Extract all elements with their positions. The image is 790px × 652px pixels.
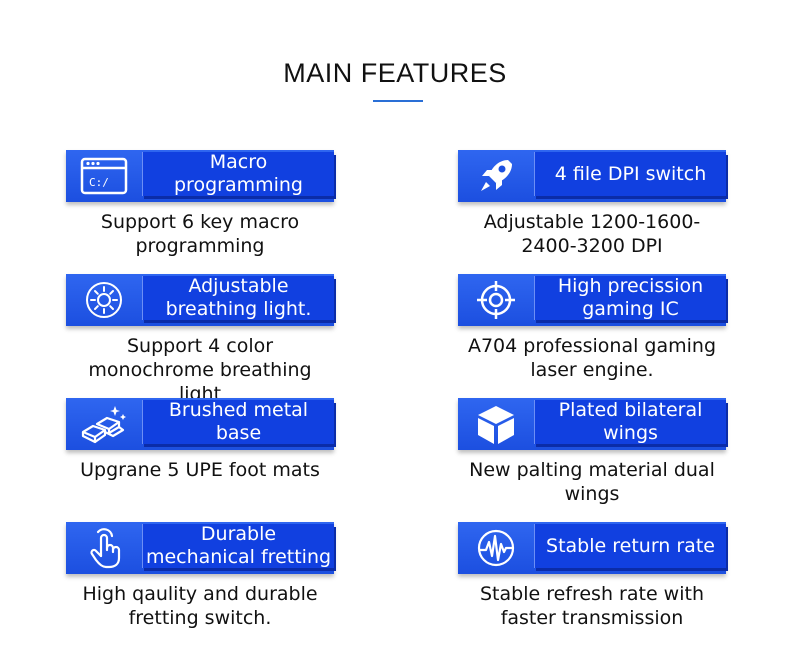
terminal-window-icon: C:/ — [66, 150, 142, 202]
feature-banner: Plated bilateral wings — [458, 398, 726, 450]
rocket-icon — [458, 150, 534, 202]
feature-banner: Stable return rate — [458, 522, 726, 574]
feature-title: Macro programming — [142, 151, 334, 196]
feature-card-wings: Plated bilateral wings New palting mater… — [458, 398, 726, 505]
page-title: MAIN FEATURES — [283, 58, 507, 88]
feature-title: Adjustable breathing light. — [142, 275, 334, 320]
feature-description: New palting material dual wings — [469, 459, 715, 505]
feature-card-fretting: Durable mechanical fretting High qaulity… — [66, 522, 334, 629]
svg-text:C:/: C:/ — [89, 176, 109, 189]
feature-title: Brushed metal base — [142, 399, 334, 444]
feature-banner: Durable mechanical fretting — [66, 522, 334, 574]
feature-title: Durable mechanical fretting — [142, 523, 334, 568]
feature-description: Adjustable 1200-1600-2400-3200 DPI — [483, 211, 701, 257]
feature-card-breathing-light: Adjustable breathing light. Support 4 co… — [66, 274, 334, 405]
feature-card-return-rate: Stable return rate Stable refresh rate w… — [458, 522, 726, 629]
finger-press-icon — [66, 522, 142, 574]
feature-card-gaming-ic: High precission gaming IC A704 professio… — [458, 274, 726, 381]
feature-title: High precission gaming IC — [534, 275, 726, 320]
feature-description: A704 professional gaming laser engine. — [467, 335, 717, 381]
feature-banner: C:/ Macro programming — [66, 150, 334, 202]
title-underline — [373, 100, 423, 102]
feature-description: Stable refresh rate with faster transmis… — [479, 583, 704, 629]
feature-description: Upgrane 5 UPE foot mats — [80, 459, 320, 481]
feature-description: Support 6 key macro programming — [100, 211, 300, 257]
feature-description: Support 4 color monochrome breathing lig… — [88, 335, 312, 405]
feature-banner: High precission gaming IC — [458, 274, 726, 326]
cube-icon — [458, 398, 534, 450]
crosshair-icon — [458, 274, 534, 326]
pulse-wave-icon — [458, 522, 534, 574]
sun-light-icon — [66, 274, 142, 326]
feature-title: Plated bilateral wings — [534, 399, 726, 444]
feature-description: High qaulity and durable fretting switch… — [82, 583, 318, 629]
feature-banner: Brushed metal base — [66, 398, 334, 450]
feature-card-macro: C:/ Macro programming Support 6 key macr… — [66, 150, 334, 257]
feature-card-dpi: 4 file DPI switch Adjustable 1200-1600-2… — [458, 150, 726, 257]
feature-title: Stable return rate — [534, 524, 726, 568]
feature-banner: 4 file DPI switch — [458, 150, 726, 202]
feature-card-metal-base: Brushed metal base Upgrane 5 UPE foot ma… — [66, 398, 334, 481]
feature-title: 4 file DPI switch — [534, 152, 726, 196]
metal-bars-icon — [66, 398, 142, 450]
feature-banner: Adjustable breathing light. — [66, 274, 334, 326]
